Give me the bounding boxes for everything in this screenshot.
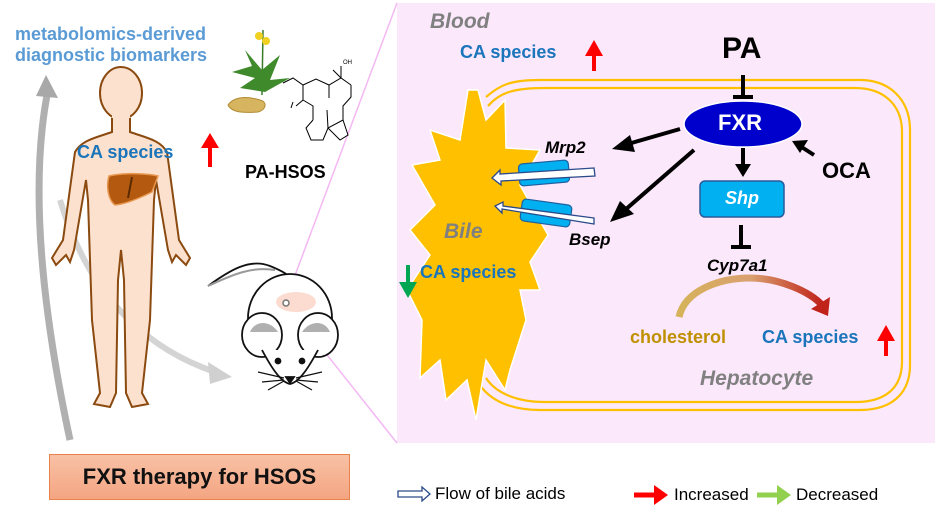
flow-arrow-mrp2 (491, 167, 596, 187)
shp-node (699, 180, 785, 218)
legend-flow-label: Flow of bile acids (435, 484, 566, 503)
bile-canaliculus (406, 89, 549, 421)
therapy-label: FXR therapy for HSOS (82, 464, 317, 489)
biomarkers-label-line1: metabolomics-derived (15, 24, 207, 44)
cholesterol-label: cholesterol (630, 327, 727, 347)
shp-label: Shp (725, 188, 759, 208)
legend-increased-icon (634, 485, 668, 505)
fxr-label: FXR (718, 110, 762, 135)
decrease-arrow-bile (399, 265, 417, 298)
increase-arrow-blood (585, 40, 603, 71)
legend-decreased-icon (757, 485, 791, 505)
fxr-node (683, 100, 803, 148)
flow-arrow-bsep (493, 200, 595, 225)
mouse-icon (207, 262, 339, 391)
hepatocyte-ca-species-label: CA species (762, 327, 859, 347)
cyp7a1-conversion-arrow (675, 274, 830, 319)
pa-label: PA (722, 32, 762, 65)
legend-flow-icon (397, 485, 431, 503)
shp-inhibit-bar (731, 225, 751, 249)
hepatocyte-membrane (479, 78, 912, 412)
bile-label: Bile (444, 220, 483, 243)
human-ca-species-label: CA species (77, 142, 174, 162)
hepatocyte-label: Hepatocyte (700, 367, 814, 390)
pa-hsos-label: PA-HSOS (245, 162, 326, 182)
fxr-to-mrp2-arrow (612, 127, 681, 152)
fxr-to-shp-arrow (735, 148, 751, 177)
liver-icon (106, 172, 159, 206)
bsep-label: Bsep (569, 230, 611, 249)
oca-label: OCA (822, 158, 871, 183)
increase-arrow-human (201, 133, 219, 167)
fxr-to-bsep-arrow (610, 148, 696, 222)
oca-to-fxr-arrow (792, 140, 816, 157)
herb-plant-icon (227, 29, 290, 113)
increase-arrow-hepatocyte (877, 325, 895, 356)
pa-molecule-structure (282, 66, 352, 141)
biomarkers-label-line2: diagnostic biomarkers (15, 45, 208, 65)
blood-label: Blood (430, 10, 490, 33)
gray-curve-arrow-up (35, 75, 74, 441)
legend-increased-label: Increased (674, 485, 749, 504)
oh-label: OH (343, 60, 352, 66)
mrp2-label: Mrp2 (545, 138, 586, 157)
biomarkers-label: metabolomics-derived diagnostic biomarke… (15, 24, 207, 66)
pa-inhibit-bar (733, 75, 753, 99)
cyp7a1-label: Cyp7a1 (707, 256, 768, 275)
bile-ca-species-label: CA species (420, 262, 517, 282)
therapy-banner: FXR therapy for HSOS (49, 454, 350, 500)
legend-decreased-label: Decreased (796, 485, 879, 504)
human-figure (50, 66, 192, 409)
blood-ca-species-label: CA species (460, 42, 557, 62)
